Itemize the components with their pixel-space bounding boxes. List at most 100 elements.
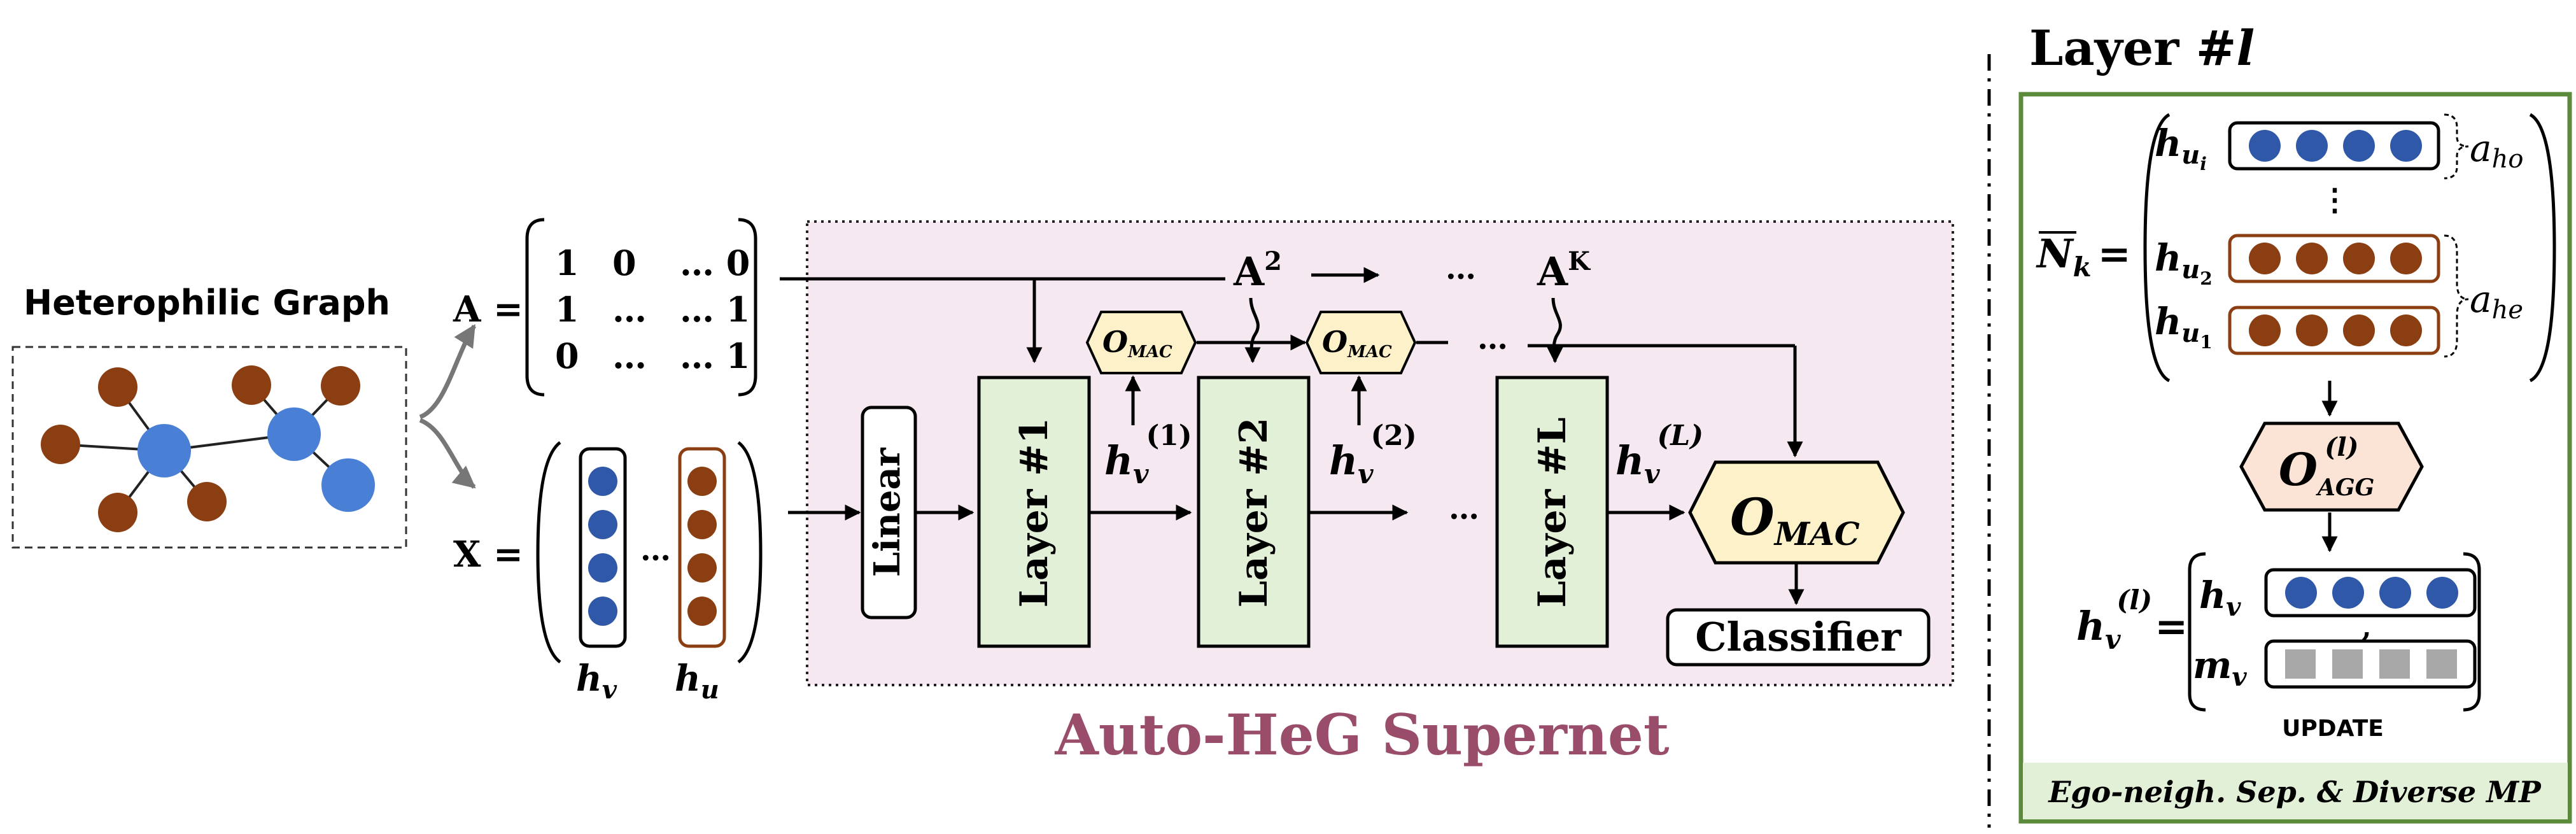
omac-small-1 <box>1085 311 1197 374</box>
arrow-to-a <box>419 324 476 420</box>
h1-label: hv(1) <box>1104 420 1192 490</box>
a-bracket-left <box>525 218 545 397</box>
nk-bracket-left <box>2143 113 2171 383</box>
blue-node <box>321 458 375 512</box>
brown-node <box>232 365 271 405</box>
a-cell: … 1 <box>680 336 750 376</box>
linear-block <box>861 406 917 619</box>
ahe-brace <box>2444 234 2469 358</box>
hu2-label: hu2 <box>2155 236 2213 289</box>
update-label: UPDATE <box>2282 716 2384 742</box>
hu-vector-box <box>678 447 726 648</box>
arrow-to-x <box>419 418 476 489</box>
ak-label: AK <box>1537 246 1591 295</box>
blue-dot <box>588 510 617 539</box>
brown-dot <box>687 553 717 583</box>
h2-label: hv(2) <box>1329 420 1417 490</box>
a-cell: … 1 <box>680 289 750 330</box>
brown-dot <box>687 467 717 496</box>
brown-dot <box>2249 243 2281 274</box>
hui-label: hui <box>2155 122 2207 174</box>
hv-update-box <box>2264 568 2477 618</box>
omac-big-label: OMAC <box>1730 487 1860 553</box>
agg-label: OAGG(l) <box>2279 432 2374 501</box>
heterophilic-graph: Heterophilic Graph <box>11 283 476 549</box>
aho-label: aho <box>2470 127 2523 174</box>
agg-hexagon <box>2239 421 2424 512</box>
brown-dot <box>2249 315 2281 346</box>
graph-frame <box>11 346 407 549</box>
update-bracket-left <box>2188 552 2206 712</box>
omac-small-2 <box>1305 311 1417 374</box>
blue-dot <box>2249 130 2281 162</box>
layerL-label: Layer #L <box>1530 417 1575 607</box>
layer2-block <box>1197 376 1311 648</box>
blue-dot <box>2379 577 2411 609</box>
x-bracket-right <box>737 441 763 664</box>
blue-dot <box>2343 130 2375 162</box>
hui-vector-box <box>2228 121 2440 171</box>
hv-row-label: hv <box>2199 574 2241 622</box>
blue-dot <box>2332 577 2364 609</box>
brown-node <box>187 482 227 521</box>
a2-to-layer2 <box>1244 297 1261 364</box>
gray-square <box>2379 649 2410 679</box>
adjacency-matrix: A = 1 0 … 0 1 … … 1 0 … … 1 <box>453 218 757 397</box>
blue-dot <box>2426 577 2458 609</box>
nk-bracket-right <box>2529 113 2556 383</box>
feature-matrix: X = … hv hu <box>453 441 763 705</box>
blue-dot <box>2285 577 2317 609</box>
blue-node <box>267 407 321 461</box>
brown-node <box>321 366 360 406</box>
omac-small-2-label: OMAC <box>1322 325 1392 362</box>
a2-label: A2 <box>1233 246 1282 295</box>
x-bracket-left <box>536 441 561 664</box>
supernet-title: Auto-HeG Supernet <box>1054 702 1669 768</box>
a-cell: 0 <box>555 336 579 376</box>
brown-dot <box>2343 315 2375 346</box>
ahe-label: ahe <box>2470 278 2523 325</box>
omac-small-1-label: OMAC <box>1102 325 1172 362</box>
layer1-label: Layer #1 <box>1012 418 1057 608</box>
layer-detail-footer-bg <box>2023 763 2568 819</box>
brown-node <box>98 367 137 407</box>
hv-vector-box <box>579 447 627 648</box>
supernet: A2 … AK Linear Layer #1 Layer #2 Layer #… <box>780 220 1954 768</box>
hu1-label: hu1 <box>2155 300 2213 353</box>
brown-dot <box>687 510 717 539</box>
hu2-vector-box <box>2228 234 2440 283</box>
gray-square <box>2332 649 2363 679</box>
ak-to-layerL <box>1547 297 1563 364</box>
blue-dot <box>588 467 617 496</box>
blue-dot <box>588 553 617 583</box>
layerL-block <box>1495 376 1609 648</box>
mv-update-box <box>2264 639 2477 689</box>
update-comma: , <box>2361 611 2371 644</box>
a-cell: … <box>612 336 647 376</box>
a-bracket-right <box>738 218 757 397</box>
a-cell: … 0 <box>680 243 750 283</box>
update-bracket-right <box>2463 552 2481 712</box>
brown-dot <box>2343 243 2375 274</box>
brown-dot <box>2390 315 2422 346</box>
brown-dot <box>687 597 717 626</box>
hL-label: hv(L) <box>1615 420 1703 490</box>
mid-ellipsis: … <box>1477 321 1508 357</box>
blue-dot <box>588 597 617 626</box>
x-label: X = <box>453 534 523 576</box>
hu-label: hu <box>675 658 719 705</box>
a-cell: 1 <box>555 289 579 330</box>
brown-node <box>41 425 80 464</box>
brown-node <box>98 493 137 532</box>
top-ellipsis: … <box>1446 251 1476 286</box>
brown-dot <box>2390 243 2422 274</box>
a-cell: … <box>612 289 647 330</box>
a-label: A = <box>453 288 523 330</box>
bottom-ellipsis: … <box>1449 491 1479 527</box>
layer-detail: Layer #l Ego-neigh. Sep. & Diverse MP Nk… <box>2018 20 2572 824</box>
linear-label: Linear <box>866 447 908 577</box>
graph-nodes <box>41 365 375 532</box>
mv-row-label: mv <box>2193 644 2247 692</box>
gray-square <box>2285 649 2316 679</box>
